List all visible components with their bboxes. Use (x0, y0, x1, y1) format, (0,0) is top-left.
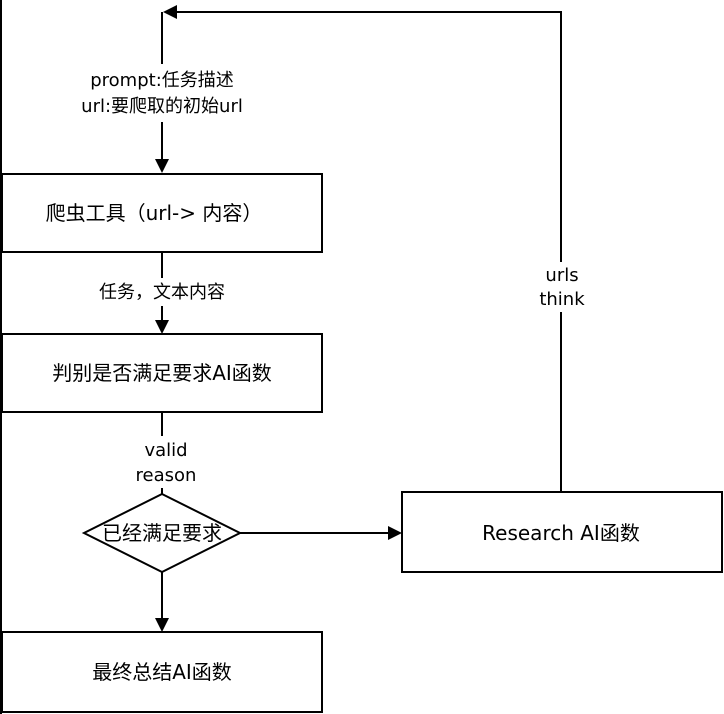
label-bg-judge-to-decision (128, 436, 202, 488)
edge-research-loop (175, 11, 562, 492)
node-judge-label: 判别是否满足要求AI函数 (52, 361, 272, 385)
edge-label-url: url:要爬取的初始url (81, 96, 243, 117)
arrowhead-into-crawler (155, 159, 169, 173)
node-summary-label: 最终总结AI函数 (92, 660, 232, 684)
label-bg-crawler-to-judge (80, 278, 246, 306)
label-bg-research-loop (528, 262, 594, 312)
arrowhead-into-summary (155, 618, 169, 632)
edge-label-think: think (539, 289, 585, 310)
arrowhead-into-judge (155, 320, 169, 334)
edge-label-prompt: prompt:任务描述 (90, 70, 234, 91)
label-bg-to-crawler (70, 64, 270, 122)
edge-label-task-text: 任务，文本内容 (99, 282, 225, 303)
arrowhead-into-research (388, 526, 402, 540)
arrowhead-top-left (163, 5, 177, 19)
edge-label-reason: reason (136, 465, 197, 486)
node-research (401, 491, 723, 573)
node-research-label: Research AI函数 (482, 521, 640, 545)
edge-label-urls: urls (545, 265, 578, 286)
node-crawler (1, 173, 323, 253)
node-crawler-label: 爬虫工具（url-> 内容） (46, 201, 263, 225)
node-summary (1, 631, 323, 713)
node-decision-label: 已经满足要求 (102, 521, 222, 545)
edge-label-valid: valid (144, 440, 187, 461)
